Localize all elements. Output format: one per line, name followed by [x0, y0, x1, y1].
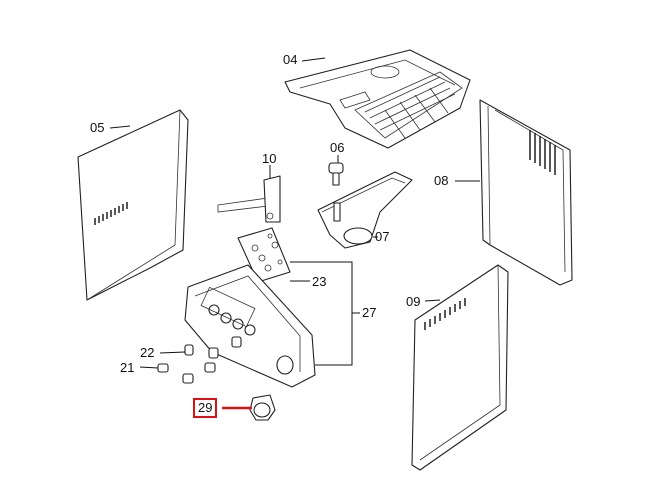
part-04-tray-cover — [284, 49, 471, 149]
label-23: 23 — [312, 274, 327, 289]
label-06: 06 — [330, 140, 345, 155]
label-07: 07 — [375, 229, 390, 244]
parts-21-22-buttons — [157, 336, 242, 384]
label-22: 22 — [140, 345, 155, 360]
label-27: 27 — [362, 305, 377, 320]
label-04: 04 — [283, 52, 298, 67]
label-09: 09 — [406, 294, 421, 309]
label-29-highlighted: 29 — [193, 398, 218, 418]
part-29-knob — [249, 394, 276, 421]
label-21: 21 — [120, 360, 135, 375]
part-07-container — [317, 171, 413, 249]
label-08: 08 — [434, 173, 449, 188]
part-08-rear-panel — [479, 99, 573, 286]
leader-lines — [109, 57, 480, 410]
part-10-cable — [217, 175, 281, 223]
part-27-control-panel — [184, 264, 316, 388]
part-06-knob — [328, 162, 344, 186]
label-10: 10 — [262, 151, 277, 166]
part-09-right-panel — [411, 264, 509, 471]
part-05-left-panel — [77, 109, 189, 301]
part-23-circuit-board — [237, 227, 291, 283]
label-05: 05 — [90, 120, 105, 135]
